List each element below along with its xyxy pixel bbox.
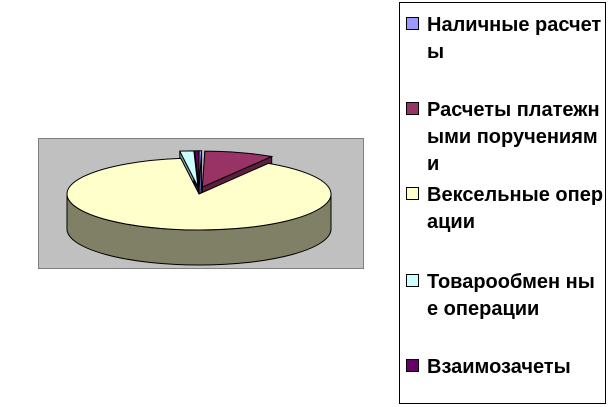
pie-slice <box>66 157 332 231</box>
legend: Наличные расчеты Расчеты платежными пору… <box>399 2 606 404</box>
legend-label: Товарообмен ные операции <box>427 271 595 320</box>
legend-swatch <box>406 274 419 287</box>
legend-swatch <box>406 359 419 372</box>
legend-swatch <box>406 187 419 200</box>
legend-label: Расчеты платежными поручениями <box>427 99 600 175</box>
legend-swatch <box>406 102 419 115</box>
pie-slice <box>194 150 200 187</box>
pie-tops <box>66 150 332 231</box>
legend-label: Наличные расчеты <box>427 14 602 63</box>
legend-label: Взаимозачеты <box>427 356 571 378</box>
legend-label: Вексельные операции <box>427 184 604 233</box>
pie-slice <box>178 150 199 188</box>
pie-slice <box>201 150 274 188</box>
legend-swatch <box>406 17 419 30</box>
